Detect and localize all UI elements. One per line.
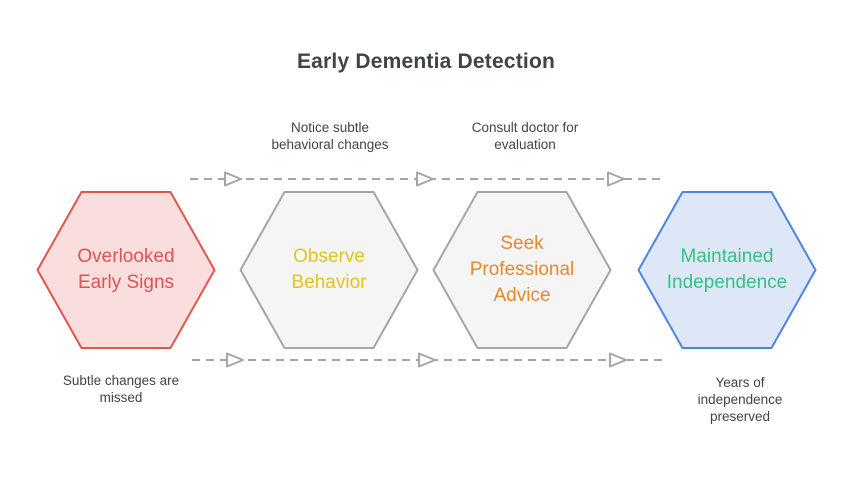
arrowhead-icon <box>607 171 625 187</box>
page-title: Early Dementia Detection <box>296 50 556 73</box>
hexagon-stage-4 <box>637 191 817 349</box>
stage-label-seek-professional-advice: Seek Professional Advice <box>469 233 575 306</box>
hexagon-stage-1 <box>36 191 216 349</box>
arrowhead-icon <box>226 352 244 368</box>
stage-label-overlooked-early-signs: Overlooked Early Signs <box>77 246 175 293</box>
hexagon-stage-2 <box>239 191 419 349</box>
annotation-consult-doctor-for-evaluation: Consult doctor for evaluation <box>471 120 579 152</box>
stage-label-maintained-independence: Maintained Independence <box>666 246 788 293</box>
stage-label-observe-behavior: Observe Behavior <box>291 246 367 293</box>
annotation-notice-subtle-behavioral-changes: Notice subtle behavioral changes <box>271 120 389 152</box>
annotation-years-of-independence-preserved: Years of independence preserved <box>697 375 783 424</box>
arrowhead-icon <box>418 352 436 368</box>
annotation-subtle-changes-are-missed: Subtle changes are missed <box>62 373 180 405</box>
arrowhead-icon <box>416 171 434 187</box>
hexagon-stage-3 <box>432 191 612 349</box>
arrowhead-icon <box>224 171 242 187</box>
arrowhead-icon <box>609 352 627 368</box>
